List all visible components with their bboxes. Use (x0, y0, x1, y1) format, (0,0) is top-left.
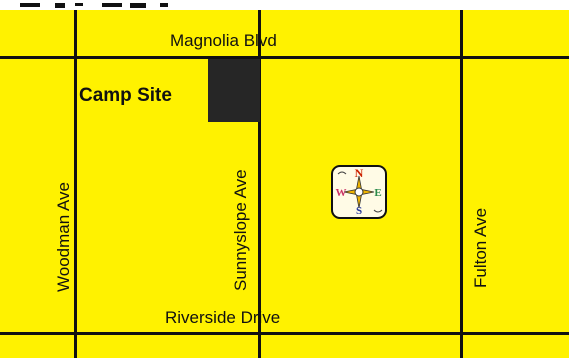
road-sunnyslope-ave (258, 10, 261, 358)
road-fulton-ave (460, 10, 463, 358)
compass-south: S (356, 205, 362, 217)
fulton-ave-label: Fulton Ave (471, 207, 490, 288)
sunnyslope-ave-label: Sunnyslope Ave (231, 169, 250, 291)
riverside-drive-label: Riverside Drive (165, 308, 281, 327)
compass-west: W (336, 187, 347, 199)
top-fragment (10, 0, 230, 10)
street-map: Camp Site Magnolia Blvd Riverside Drive … (0, 10, 569, 358)
compass-east: E (374, 187, 381, 199)
road-woodman-ave (74, 10, 77, 358)
camp-site-label: Camp Site (79, 85, 172, 106)
camp-site-marker (208, 59, 260, 122)
road-magnolia-blvd (0, 56, 569, 59)
magnolia-blvd-label: Magnolia Blvd (170, 31, 277, 50)
compass-rose-icon: N S W E (330, 164, 388, 220)
woodman-ave-label: Woodman Ave (54, 182, 73, 292)
top-text-fragment-icon (20, 3, 168, 8)
compass-north: N (355, 166, 364, 180)
road-riverside-drive (0, 332, 569, 335)
